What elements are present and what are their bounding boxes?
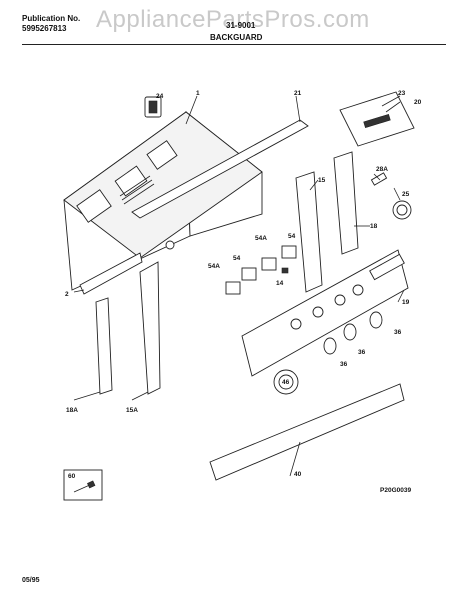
- lower-end-bracket: [79, 252, 143, 295]
- right-side-support: [295, 171, 323, 293]
- footer-date: 05/95: [22, 577, 40, 584]
- right-end-trim: [333, 151, 359, 255]
- callout-1: 1: [196, 90, 200, 97]
- header-rule: [22, 44, 446, 45]
- control-panel: [241, 249, 409, 377]
- backguard-panel: [63, 111, 263, 291]
- callout-54-lower: 54: [233, 255, 241, 262]
- left-side-support: [139, 261, 161, 395]
- model-fragment: 31-9001: [226, 21, 256, 30]
- callout-54a-upper: 54A: [255, 235, 267, 242]
- publication-number: 5995267813: [22, 24, 67, 33]
- callout-36-left: 36: [340, 361, 348, 368]
- callout-54-upper: 54: [288, 233, 296, 240]
- watermark: AppliancePartsPros.com: [96, 6, 370, 33]
- callout-40: 40: [294, 471, 302, 478]
- control-knobs: [323, 311, 383, 355]
- figure-code: P20G0039: [380, 487, 411, 494]
- callout-18a: 18A: [66, 407, 78, 414]
- callout-54a-lower: 54A: [208, 263, 220, 270]
- rocker-switch: [144, 96, 162, 118]
- screw-inset: [63, 469, 103, 501]
- callout-24: 24: [156, 93, 164, 100]
- callout-60: 60: [68, 473, 76, 480]
- leader-lines: [73, 95, 405, 477]
- callout-28a: 28A: [376, 166, 388, 173]
- callout-14: 14: [276, 280, 284, 287]
- callout-46: 46: [282, 379, 290, 386]
- callout-36-middle: 36: [358, 349, 366, 356]
- callout-15a: 15A: [126, 407, 138, 414]
- section-title: BACKGUARD: [210, 33, 263, 42]
- callout-18: 18: [370, 223, 378, 230]
- callout-2: 2: [65, 291, 69, 298]
- clock-control-board: [339, 91, 415, 147]
- callout-25: 25: [402, 191, 410, 198]
- callout-19: 19: [402, 299, 410, 306]
- callout-15: 15: [318, 177, 326, 184]
- callout-21: 21: [294, 90, 302, 97]
- oven-control-knob: [273, 369, 299, 395]
- left-end-trim: [95, 297, 113, 395]
- infinite-switches: [225, 245, 297, 295]
- callout-20: 20: [414, 99, 422, 106]
- publication-label: Publication No.: [22, 14, 81, 23]
- callout-23: 23: [398, 90, 406, 97]
- clock-knob-bolt: [370, 172, 412, 220]
- top-trim-strip: [131, 119, 309, 219]
- lower-trim-strip: [209, 383, 405, 481]
- callout-36-right: 36: [394, 329, 402, 336]
